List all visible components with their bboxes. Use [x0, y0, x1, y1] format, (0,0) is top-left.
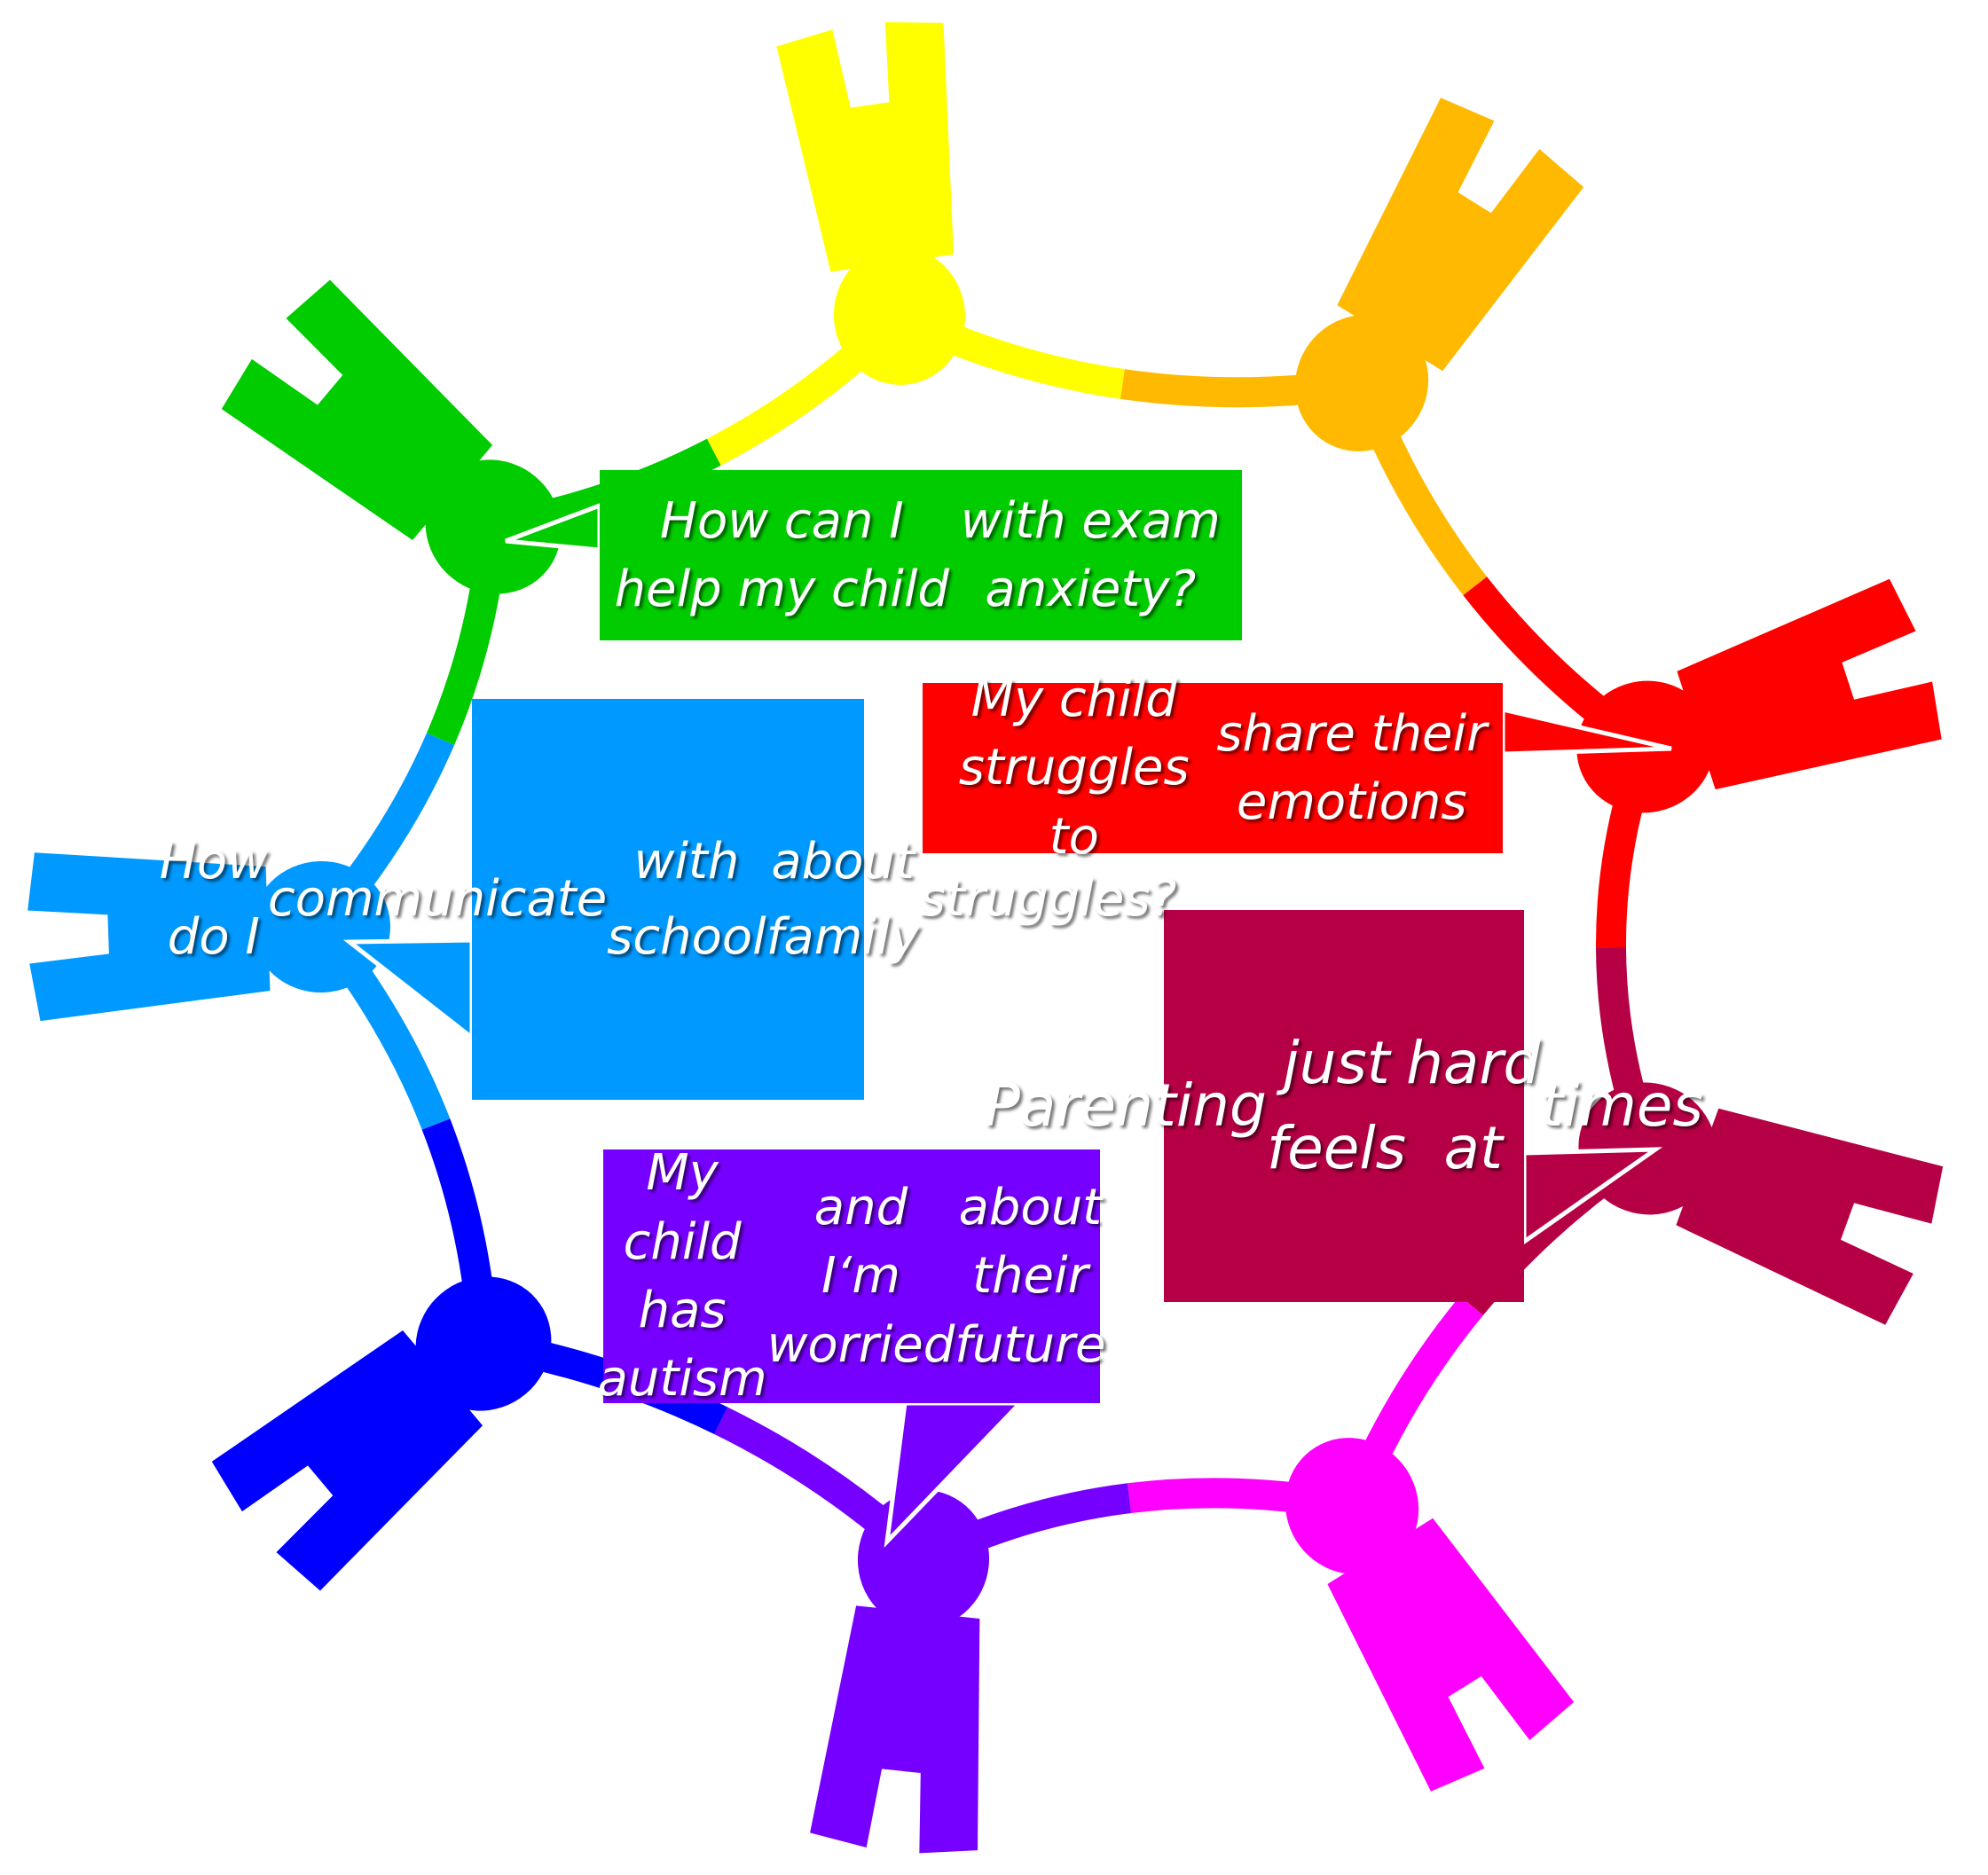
figure-body: [1327, 1518, 1575, 1792]
figure-body: [810, 1605, 980, 1854]
figure-magenta: [1285, 1438, 1575, 1792]
speech-bubbles: [342, 470, 1672, 1549]
bubble-communicate-school-text: How do I communicate with school about f…: [160, 699, 1176, 1100]
bubble-line: about their future: [955, 1179, 1106, 1374]
bubble-line: How can I help my child: [614, 491, 949, 618]
figure-head: [1285, 1438, 1419, 1574]
bubble-line: and I‘m worried: [766, 1179, 955, 1374]
bubble-parenting-hard-text: Parenting just feels hard at times: [985, 910, 1703, 1302]
bubble-exam-anxiety-text: How can I help my child with exam anxiet…: [600, 470, 1242, 640]
bubble-line: about family: [766, 832, 920, 966]
figure-head: [252, 860, 390, 993]
bubble-box-share_emotions: [923, 683, 1503, 853]
bubble-autism-future-text: My child has autism and I‘m worried abou…: [598, 1144, 1106, 1408]
bubble-box-autism_future: [603, 1149, 1100, 1403]
bubble-line: How do I: [159, 832, 268, 966]
bubble-line: share their emotions: [1216, 704, 1488, 831]
bubble-line: communicate: [267, 870, 608, 929]
bubble-line: struggles?: [919, 870, 1177, 929]
figure-head: [1294, 315, 1429, 451]
figure-head: [833, 247, 966, 385]
figure-body: [1337, 98, 1584, 372]
figure-body: [28, 852, 271, 1022]
figure-body: [1676, 1108, 1944, 1325]
bubble-box-parenting_hard: [1164, 910, 1524, 1302]
figure-head: [415, 1276, 552, 1411]
figure-orange: [1294, 98, 1584, 451]
bubble-line: times: [1540, 1071, 1703, 1141]
bubble-box-exam_anxiety: [600, 470, 1242, 640]
figure-blue: [211, 1276, 552, 1591]
bubble-line: with exam anxiety?: [960, 491, 1221, 618]
figure-body: [221, 279, 493, 541]
bubble-box-communicate_school: [472, 699, 864, 1100]
figure-head: [425, 459, 562, 594]
bubble-share-emotions-text: My child struggles to share their emotio…: [923, 671, 1503, 866]
bubble-line: My child has autism: [597, 1144, 767, 1408]
figure-yellow: [776, 22, 966, 385]
figure-lightblue: [28, 852, 390, 1022]
figure-purple: [810, 1490, 990, 1854]
bubble-line: just feels: [1266, 1029, 1407, 1182]
figure-body: [1677, 578, 1942, 790]
bubble-line: Parenting: [985, 1071, 1267, 1141]
figure-body: [776, 22, 954, 272]
figure-green: [221, 279, 562, 594]
bubble-line: hard at: [1406, 1029, 1541, 1182]
bubble-line: My child struggles to: [958, 671, 1190, 866]
figure-body: [211, 1330, 483, 1591]
bubble-line: with school: [607, 832, 766, 966]
